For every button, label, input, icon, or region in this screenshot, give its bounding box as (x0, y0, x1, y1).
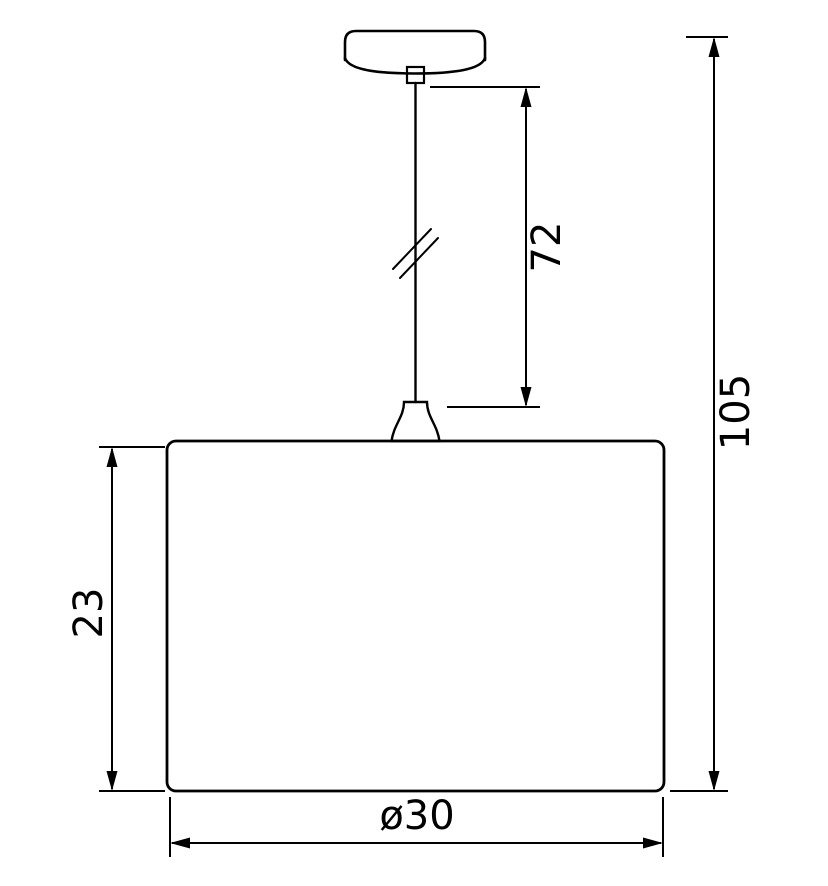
break-mark-icon (392, 228, 432, 270)
dimension-label-overall-height: 105 (713, 374, 759, 450)
dimension-shade-height: 23 (66, 446, 165, 792)
dimension-label-cord-length: 72 (524, 222, 570, 273)
cord-connector (405, 65, 426, 85)
arrow-up-icon (520, 87, 532, 107)
dimension-cord-length: 72 (430, 86, 570, 408)
dimension-label-shade-diameter: ø30 (379, 793, 454, 839)
ceiling-canopy (343, 29, 487, 62)
dimension-shade-diameter: ø30 (169, 793, 664, 857)
arrow-down-icon (708, 771, 720, 791)
arrow-left-icon (170, 837, 190, 849)
arrow-up-icon (708, 37, 720, 57)
arrow-down-icon (520, 387, 532, 407)
dimension-overall-height: 105 (670, 36, 759, 792)
dimension-label-shade-height: 23 (66, 588, 112, 639)
lamp-outline-group (165, 29, 666, 793)
arrow-down-icon (106, 771, 118, 791)
lamp-shade (165, 439, 666, 793)
lamp-socket (390, 400, 441, 443)
ceiling-canopy-bottom-rim (343, 56, 487, 75)
arrow-right-icon (643, 837, 663, 849)
arrow-up-icon (106, 447, 118, 467)
break-mark-icon (399, 237, 439, 279)
